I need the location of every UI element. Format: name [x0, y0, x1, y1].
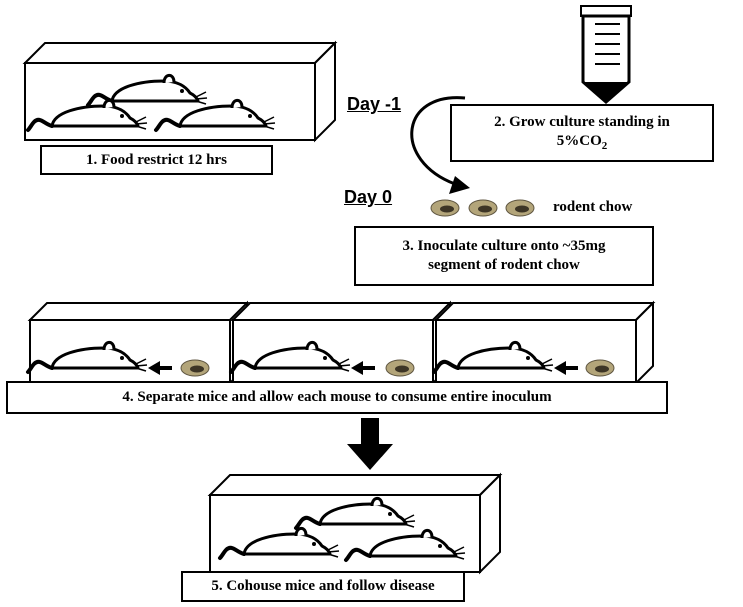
- step1-label: 1. Food restrict 12 hrs: [40, 145, 273, 175]
- step2-text-line2: 5%CO2: [557, 132, 608, 154]
- step4-text: 4. Separate mice and allow each mouse to…: [122, 389, 552, 406]
- step4-label: 4. Separate mice and allow each mouse to…: [6, 381, 668, 414]
- step1-text: 1. Food restrict 12 hrs: [86, 151, 227, 168]
- step2-label: 2. Grow culture standing in 5%CO2: [450, 104, 714, 162]
- chow-pellet-icon: [468, 199, 498, 217]
- cage-cohouse: [207, 472, 503, 575]
- culture-tube-icon: [580, 5, 632, 104]
- chow-pellet-icon: [180, 359, 210, 377]
- chow-pellet-icon: [430, 199, 460, 217]
- step3-label: 3. Inoculate culture onto ~35mg segment …: [354, 226, 654, 286]
- step2-co2-subscript: 2: [601, 139, 608, 152]
- day0-label: Day 0: [344, 187, 393, 207]
- cage-separate-2: [229, 300, 453, 386]
- chow-pellet-icon: [385, 359, 415, 377]
- cage-food-restrict: [22, 40, 338, 143]
- step3-text-line2: segment of rodent chow: [428, 257, 580, 273]
- cage-separate-1: [26, 300, 250, 386]
- curved-arrow-icon: [410, 96, 470, 194]
- down-arrow-icon: [347, 418, 393, 470]
- chow-pellet-icon: [585, 359, 615, 377]
- step2-text-line1: 2. Grow culture standing in: [494, 113, 670, 130]
- step2-co2-text: 5%CO: [556, 132, 602, 149]
- step5-label: 5. Cohouse mice and follow disease: [181, 571, 465, 602]
- day-minus1-label: Day -1: [347, 94, 402, 114]
- rodent-chow-label: rodent chow: [553, 199, 633, 215]
- chow-pellet-icon: [505, 199, 535, 217]
- step3-text-line1: 3. Inoculate culture onto ~35mg: [402, 238, 606, 255]
- cage-separate-3: [432, 300, 656, 386]
- step5-text: 5. Cohouse mice and follow disease: [211, 578, 435, 595]
